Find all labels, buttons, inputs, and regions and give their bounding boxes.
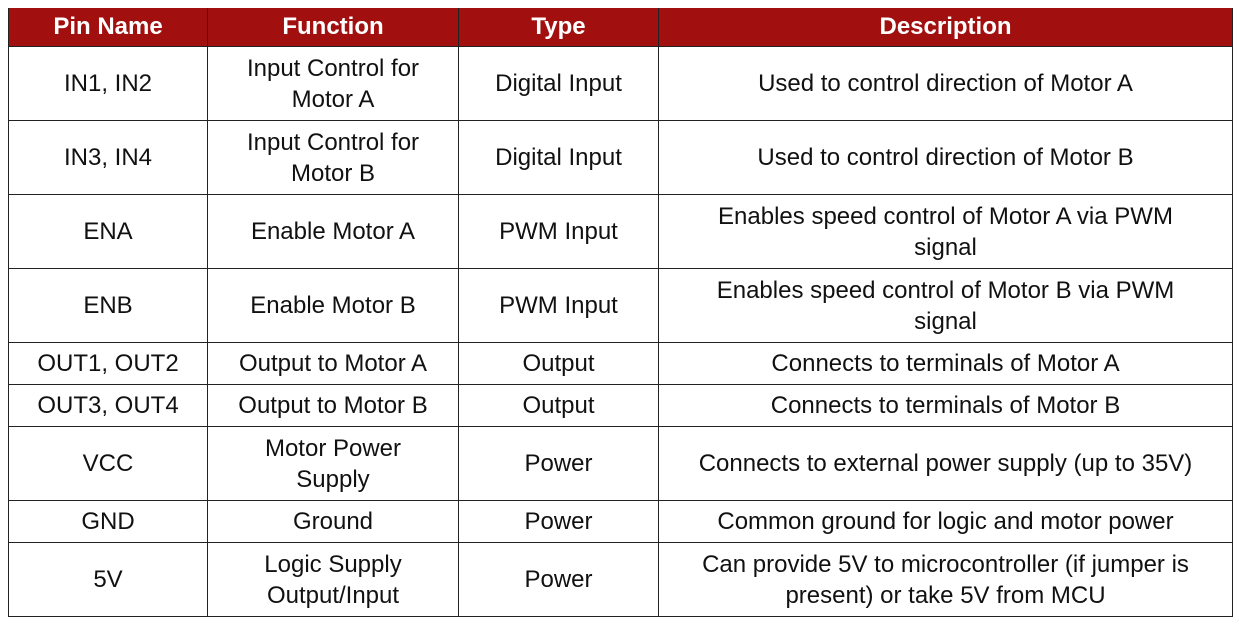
cell-function: Enable Motor B — [207, 268, 459, 343]
table-row: 5V Logic Supply Output/Input Power Can p… — [8, 542, 1233, 617]
cell-pin-name: ENB — [8, 268, 208, 343]
cell-pin-name: GND — [8, 500, 208, 543]
cell-function: Enable Motor A — [207, 194, 459, 269]
cell-function: Output to Motor A — [207, 342, 459, 385]
cell-description: Used to control direction of Motor A — [658, 46, 1233, 121]
table-row: OUT3, OUT4 Output to Motor B Output Conn… — [8, 384, 1233, 427]
cell-description: Can provide 5V to microcontroller (if ju… — [658, 542, 1233, 617]
cell-type: Digital Input — [458, 46, 659, 121]
cell-type: Power — [458, 500, 659, 543]
table-row: VCC Motor Power Supply Power Connects to… — [8, 426, 1233, 501]
header-function: Function — [207, 8, 459, 47]
cell-description: Enables speed control of Motor B via PWM… — [658, 268, 1233, 343]
cell-pin-name: 5V — [8, 542, 208, 617]
cell-function: Input Control for Motor B — [207, 120, 459, 195]
cell-description: Used to control direction of Motor B — [658, 120, 1233, 195]
cell-type: PWM Input — [458, 268, 659, 343]
cell-function: Input Control for Motor A — [207, 46, 459, 121]
table-row: IN3, IN4 Input Control for Motor B Digit… — [8, 120, 1233, 195]
table-row: ENB Enable Motor B PWM Input Enables spe… — [8, 268, 1233, 343]
cell-pin-name: VCC — [8, 426, 208, 501]
cell-type: PWM Input — [458, 194, 659, 269]
cell-description: Connects to terminals of Motor B — [658, 384, 1233, 427]
table-row: OUT1, OUT2 Output to Motor A Output Conn… — [8, 342, 1233, 385]
cell-type: Output — [458, 384, 659, 427]
header-description: Description — [658, 8, 1233, 47]
cell-pin-name: IN1, IN2 — [8, 46, 208, 121]
pin-table-container: Pin Name Function Type Description IN1, … — [8, 8, 1233, 617]
cell-pin-name: ENA — [8, 194, 208, 269]
table-header-row: Pin Name Function Type Description — [8, 8, 1233, 47]
cell-description: Connects to external power supply (up to… — [658, 426, 1233, 501]
table-row: ENA Enable Motor A PWM Input Enables spe… — [8, 194, 1233, 269]
table-row: IN1, IN2 Input Control for Motor A Digit… — [8, 46, 1233, 121]
cell-type: Digital Input — [458, 120, 659, 195]
cell-pin-name: OUT3, OUT4 — [8, 384, 208, 427]
cell-type: Power — [458, 426, 659, 501]
cell-description: Connects to terminals of Motor A — [658, 342, 1233, 385]
table-row: GND Ground Power Common ground for logic… — [8, 500, 1233, 543]
cell-type: Power — [458, 542, 659, 617]
cell-function: Output to Motor B — [207, 384, 459, 427]
cell-description: Enables speed control of Motor A via PWM… — [658, 194, 1233, 269]
pin-table: Pin Name Function Type Description IN1, … — [8, 8, 1233, 617]
cell-function: Logic Supply Output/Input — [207, 542, 459, 617]
header-pin-name: Pin Name — [8, 8, 208, 47]
cell-pin-name: OUT1, OUT2 — [8, 342, 208, 385]
cell-function: Motor Power Supply — [207, 426, 459, 501]
cell-description: Common ground for logic and motor power — [658, 500, 1233, 543]
header-type: Type — [458, 8, 659, 47]
cell-pin-name: IN3, IN4 — [8, 120, 208, 195]
cell-function: Ground — [207, 500, 459, 543]
cell-type: Output — [458, 342, 659, 385]
